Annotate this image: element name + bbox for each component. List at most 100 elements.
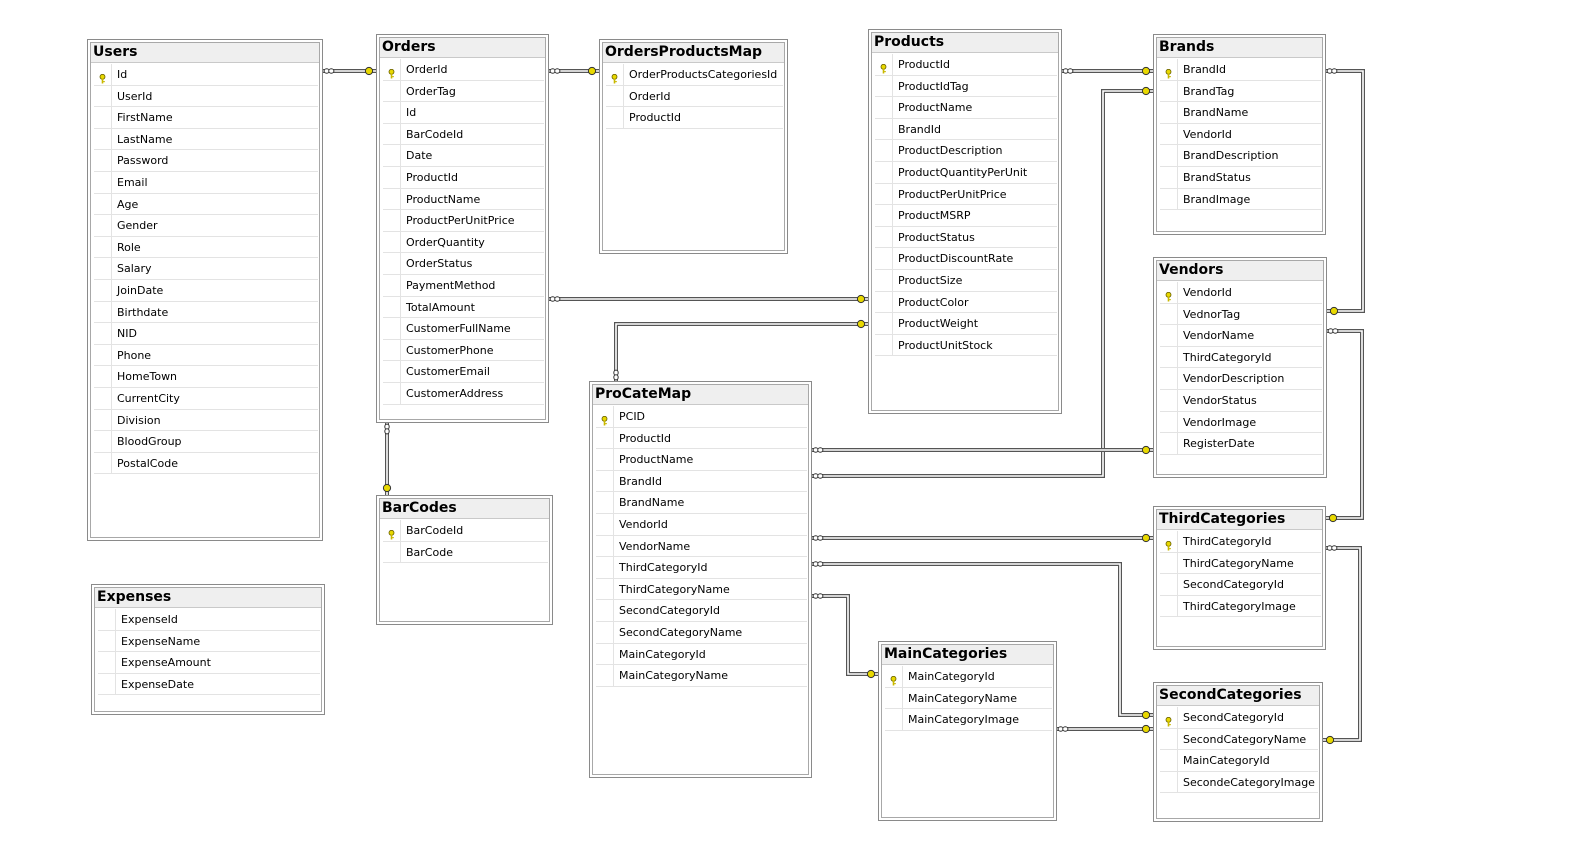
column-row[interactable]: ProductIdTag [875, 75, 1057, 98]
column-row[interactable]: MainCategoryName [885, 687, 1052, 710]
column-row[interactable]: ProductId [383, 166, 544, 189]
column-row[interactable]: MainCategoryName [596, 665, 807, 687]
column-row[interactable]: OrderTag [383, 80, 544, 103]
column-row[interactable]: PostalCode [94, 452, 318, 475]
column-row[interactable]: Role [94, 236, 318, 259]
column-row[interactable]: FirstName [94, 107, 318, 129]
column-row[interactable]: ProductName [875, 97, 1057, 119]
column-row[interactable]: PaymentMethod [383, 274, 544, 297]
column-row[interactable]: CustomerEmail [383, 361, 544, 383]
column-row[interactable]: JoinDate [94, 279, 318, 302]
column-row[interactable]: ProductStatus [875, 226, 1057, 249]
column-row[interactable]: ProductColor [875, 291, 1057, 314]
column-row[interactable]: ProductId [875, 54, 1057, 76]
column-row[interactable]: ExpenseDate [98, 673, 320, 696]
column-row[interactable]: ProductWeight [875, 313, 1057, 335]
column-row[interactable]: SecondCategoryId [1160, 574, 1321, 596]
column-row[interactable]: ThirdCategoryId [1160, 346, 1322, 369]
column-row[interactable]: ProductId [596, 427, 807, 450]
column-row[interactable]: VendorName [1160, 325, 1322, 347]
column-row[interactable]: ProductDescription [875, 140, 1057, 162]
column-row[interactable]: BrandImage [1160, 188, 1321, 211]
relationship-line[interactable] [1326, 329, 1364, 520]
column-row[interactable]: BrandDescription [1160, 145, 1321, 167]
column-row[interactable]: Division [94, 409, 318, 432]
column-row[interactable]: ProductMSRP [875, 205, 1057, 227]
column-row[interactable]: ProductQuantityPerUnit [875, 161, 1057, 184]
column-row[interactable]: BrandId [1160, 59, 1321, 81]
column-row[interactable]: CustomerPhone [383, 339, 544, 362]
column-row[interactable]: SecondCategoryName [596, 621, 807, 644]
column-row[interactable]: RegisterDate [1160, 433, 1322, 455]
column-row[interactable]: OrderId [383, 59, 544, 81]
column-row[interactable]: NID [94, 323, 318, 345]
column-row[interactable]: UserId [94, 85, 318, 108]
column-row[interactable]: Email [94, 171, 318, 194]
column-row[interactable]: BrandName [596, 492, 807, 514]
column-row[interactable]: Date [383, 145, 544, 167]
column-row[interactable]: ProductName [596, 449, 807, 471]
column-row[interactable]: Salary [94, 258, 318, 280]
column-row[interactable]: PCID [596, 406, 807, 428]
column-row[interactable]: BrandName [1160, 102, 1321, 124]
relationship-line[interactable] [614, 322, 868, 381]
column-row[interactable]: Gender [94, 215, 318, 237]
column-row[interactable]: BarCodeId [383, 520, 548, 542]
column-row[interactable]: ProductName [383, 188, 544, 211]
column-row[interactable]: VendorDescription [1160, 368, 1322, 390]
column-row[interactable]: Id [383, 102, 544, 124]
column-row[interactable]: Id [94, 64, 318, 86]
column-row[interactable]: MainCategoryId [596, 643, 807, 666]
column-row[interactable]: BrandId [875, 118, 1057, 141]
column-row[interactable]: VendorId [1160, 282, 1322, 304]
column-row[interactable]: OrderQuantity [383, 231, 544, 254]
column-row[interactable]: VendorImage [1160, 411, 1322, 434]
column-row[interactable]: ProductDiscountRate [875, 248, 1057, 270]
column-row[interactable]: MainCategoryId [1160, 750, 1318, 772]
column-row[interactable]: Age [94, 193, 318, 216]
column-row[interactable]: CurrentCity [94, 387, 318, 410]
column-row[interactable]: ProductUnitStock [875, 334, 1057, 357]
column-row[interactable]: SecondCategoryName [1160, 728, 1318, 751]
column-row[interactable]: BrandTag [1160, 80, 1321, 103]
relationship-line[interactable] [1323, 546, 1362, 742]
column-row[interactable]: ProductId [606, 107, 783, 129]
column-row[interactable]: BrandId [596, 470, 807, 493]
column-row[interactable]: SecondCategoryId [1160, 707, 1318, 729]
column-row[interactable]: ThirdCategoryId [596, 557, 807, 579]
column-row[interactable]: VendorStatus [1160, 389, 1322, 412]
column-row[interactable]: BloodGroup [94, 431, 318, 453]
column-row[interactable]: OrderId [606, 85, 783, 108]
column-row[interactable]: HomeTown [94, 366, 318, 388]
column-row[interactable]: VednorTag [1160, 303, 1322, 326]
column-row[interactable]: BarCode [383, 541, 548, 564]
table-orders-products-map[interactable]: OrdersProductsMap OrderProductsCategorie… [599, 39, 788, 254]
column-row[interactable]: VendorId [1160, 123, 1321, 146]
column-row[interactable]: BarCodeId [383, 123, 544, 146]
column-row[interactable]: CustomerAddress [383, 382, 544, 405]
column-row[interactable]: MainCategoryId [885, 666, 1052, 688]
column-row[interactable]: VendorName [596, 535, 807, 558]
column-row[interactable]: ThirdCategoryName [1160, 552, 1321, 575]
column-row[interactable]: TotalAmount [383, 296, 544, 319]
column-row[interactable]: OrderProductsCategoriesId [606, 64, 783, 86]
column-row[interactable]: LastName [94, 128, 318, 151]
column-row[interactable]: ExpenseName [98, 630, 320, 653]
column-row[interactable]: MainCategoryImage [885, 709, 1052, 731]
column-row[interactable]: ProductSize [875, 269, 1057, 292]
relationship-line[interactable] [1326, 69, 1365, 313]
column-row[interactable]: VendorId [596, 513, 807, 536]
column-row[interactable]: ProductPerUnitPrice [875, 183, 1057, 206]
column-row[interactable]: ProductPerUnitPrice [383, 210, 544, 232]
column-row[interactable]: ThirdCategoryId [1160, 531, 1321, 553]
column-row[interactable]: SecondeCategoryImage [1160, 771, 1318, 794]
